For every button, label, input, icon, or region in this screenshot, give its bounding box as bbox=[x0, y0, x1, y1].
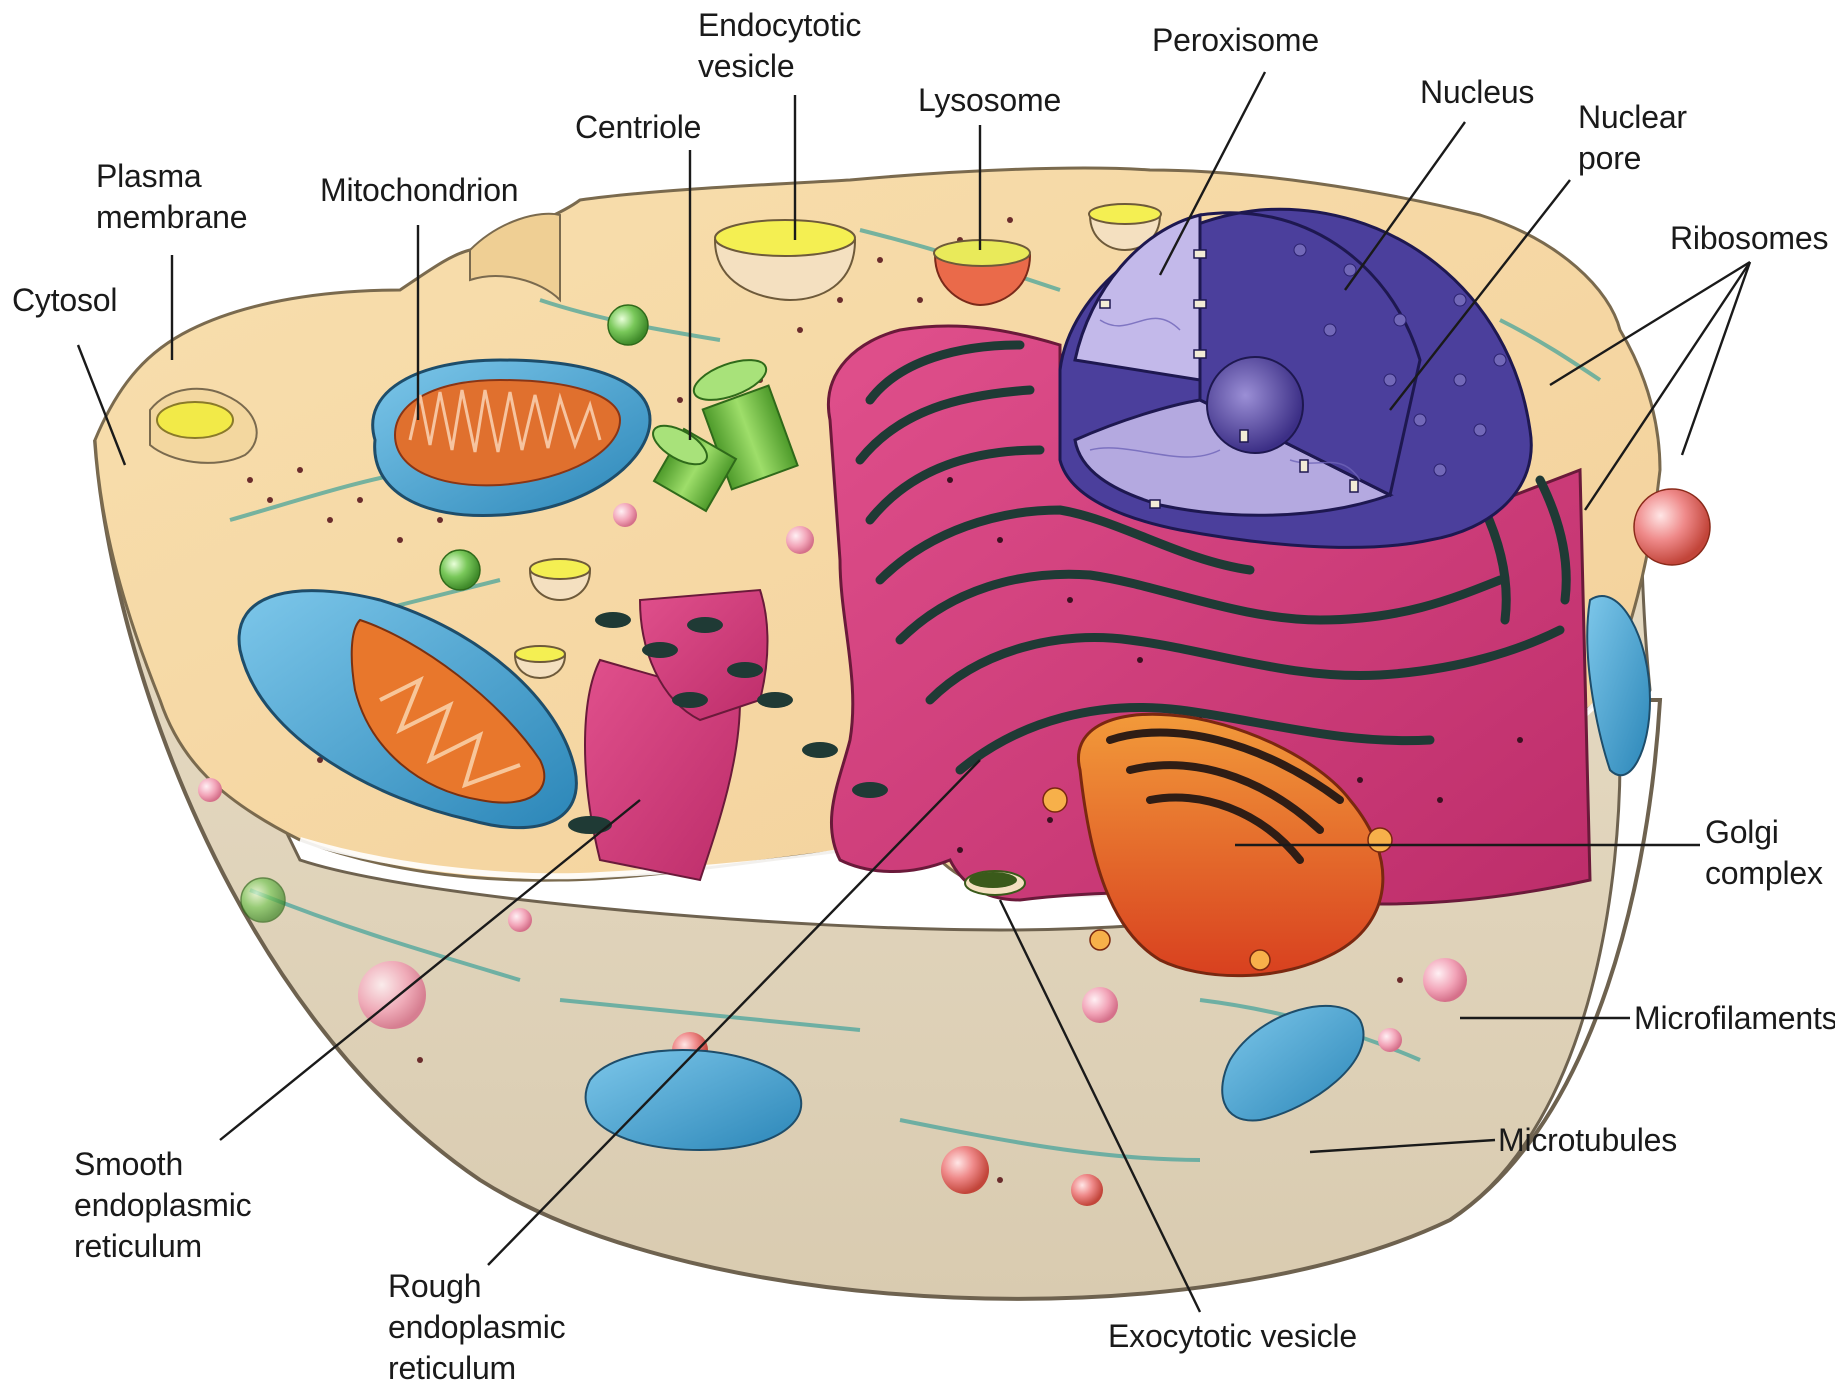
label-text: Mitochondrion bbox=[320, 170, 518, 211]
label-mitochondrion: Mitochondrion bbox=[320, 170, 518, 211]
label-exocytotic-vesicle: Exocytotic vesicle bbox=[1108, 1316, 1357, 1357]
label-text: Smooth bbox=[74, 1144, 251, 1185]
label-text: vesicle bbox=[698, 46, 861, 87]
label-text: Nuclear bbox=[1578, 97, 1687, 138]
label-text: Rough bbox=[388, 1266, 565, 1307]
label-microtubules: Microtubules bbox=[1498, 1120, 1677, 1161]
label-text: Nucleus bbox=[1420, 72, 1534, 113]
label-lysosome: Lysosome bbox=[918, 80, 1061, 121]
label-text: Plasma bbox=[96, 156, 247, 197]
label-centriole: Centriole bbox=[575, 107, 701, 148]
label-text: Cytosol bbox=[12, 280, 117, 321]
label-text: Centriole bbox=[575, 107, 701, 148]
label-text: membrane bbox=[96, 197, 247, 238]
label-smooth-er: Smooth endoplasmic reticulum bbox=[74, 1144, 251, 1267]
label-endocytotic-vesicle: Endocytotic vesicle bbox=[698, 5, 861, 87]
label-peroxisome: Peroxisome bbox=[1152, 20, 1319, 61]
label-text: Endocytotic bbox=[698, 5, 861, 46]
label-text: Ribosomes bbox=[1670, 218, 1828, 259]
label-text: Microfilaments bbox=[1634, 998, 1835, 1039]
label-text: Exocytotic vesicle bbox=[1108, 1316, 1357, 1357]
label-microfilaments: Microfilaments bbox=[1634, 998, 1835, 1039]
label-text: pore bbox=[1578, 138, 1687, 179]
label-text: Golgi bbox=[1705, 812, 1823, 853]
label-text: endoplasmic bbox=[388, 1307, 565, 1348]
label-nuclear-pore: Nuclear pore bbox=[1578, 97, 1687, 179]
label-ribosomes: Ribosomes bbox=[1670, 218, 1828, 259]
exocytotic-vesicle-shape bbox=[965, 871, 1025, 895]
label-cytosol: Cytosol bbox=[12, 280, 117, 321]
label-golgi-complex: Golgi complex bbox=[1705, 812, 1823, 894]
label-text: Lysosome bbox=[918, 80, 1061, 121]
endocytosis-pocket bbox=[157, 402, 233, 438]
label-rough-er: Rough endoplasmic reticulum bbox=[388, 1266, 565, 1389]
label-text: Peroxisome bbox=[1152, 20, 1319, 61]
label-text: reticulum bbox=[74, 1226, 251, 1267]
label-plasma-membrane: Plasma membrane bbox=[96, 156, 247, 238]
label-text: Microtubules bbox=[1498, 1120, 1677, 1161]
nucleolus bbox=[1207, 357, 1303, 453]
label-text: reticulum bbox=[388, 1348, 565, 1389]
label-text: endoplasmic bbox=[74, 1185, 251, 1226]
label-text: complex bbox=[1705, 853, 1823, 894]
label-nucleus: Nucleus bbox=[1420, 72, 1534, 113]
